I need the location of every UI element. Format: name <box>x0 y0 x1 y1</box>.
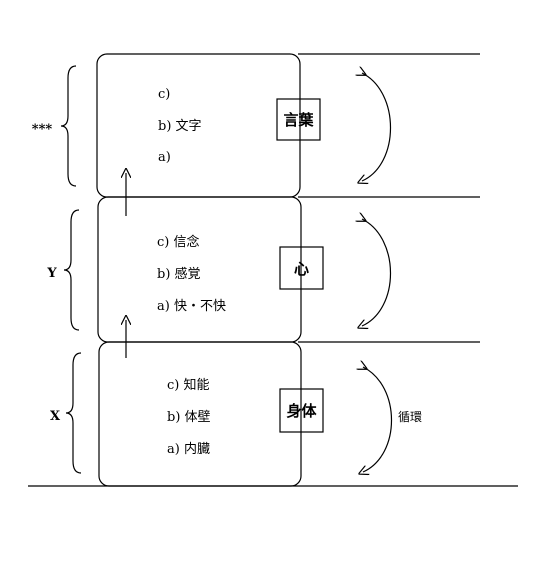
top-item-a: a) <box>158 150 171 165</box>
bottom-item-c: c) 知能 <box>167 377 210 393</box>
top-item-c: c) <box>158 87 170 102</box>
box-body <box>279 388 324 433</box>
middle-item-c: c) 信念 <box>157 234 200 250</box>
top-item-b: b) 文字 <box>158 119 202 134</box>
brace-bottom <box>65 352 82 474</box>
brace-middle <box>63 209 80 331</box>
brace-top <box>60 65 77 187</box>
bottom-item-a: a) 内臓 <box>167 441 210 457</box>
box-language <box>276 98 321 141</box>
middle-item-a: a) 快・不快 <box>157 299 226 314</box>
bottom-item-b: b) 体壁 <box>167 410 211 425</box>
side-label-middle: Y <box>46 266 57 281</box>
bottom-level-box <box>98 341 302 487</box>
box-heart <box>279 246 324 290</box>
cycle-arc-top <box>362 73 391 181</box>
box-heart-label: 心 <box>294 260 309 278</box>
cycle-arc-middle <box>362 219 391 326</box>
box-language-label: 言葉 <box>283 111 314 129</box>
cycle-arc-bottom <box>363 367 392 472</box>
cycle-label: 循環 <box>398 410 422 424</box>
box-body-label: 身体 <box>286 402 317 420</box>
middle-item-b: b) 感覚 <box>157 266 201 282</box>
side-label-top: *** <box>32 122 53 137</box>
side-label-bottom: X <box>50 409 61 424</box>
